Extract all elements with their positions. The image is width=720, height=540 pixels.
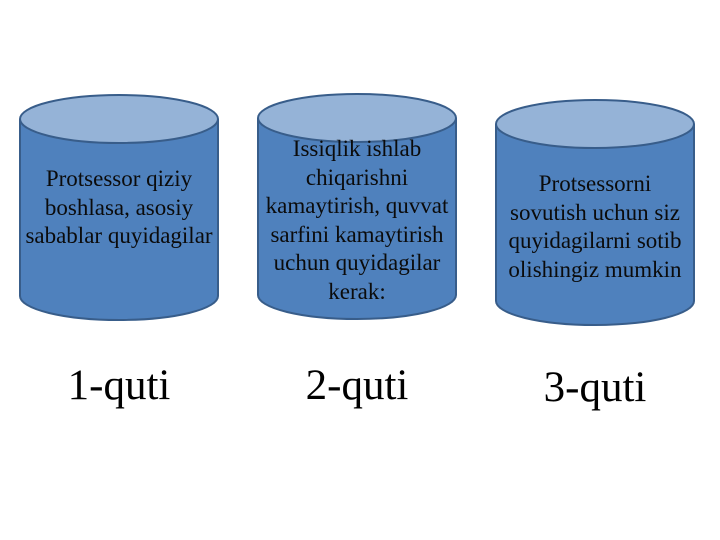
- cylinder-3-text: Protsessorni sovutish uchun siz quyidagi…: [508, 171, 682, 282]
- cylinder-3: Protsessorni sovutish uchun siz quyidagi…: [495, 99, 695, 327]
- cylinder-1: Protsessor qiziy boshlasa, asosiy sababl…: [19, 94, 219, 322]
- cylinder-3-shape: [495, 99, 695, 326]
- caption-2: 2-quti: [305, 362, 409, 409]
- caption-3: 3-quti: [543, 364, 647, 411]
- cylinder-1-text: Protsessor qiziy boshlasa, asosiy sababl…: [25, 166, 213, 248]
- cylinder-2-shape: [257, 93, 457, 320]
- caption-1: 1-quti: [67, 362, 171, 409]
- cylinder-2: Issiqlik ishlab chiqarishni kamaytirish,…: [257, 93, 457, 321]
- cylinder-1-shape: [19, 94, 219, 321]
- cylinder-2-text: Issiqlik ishlab chiqarishni kamaytirish,…: [265, 136, 449, 304]
